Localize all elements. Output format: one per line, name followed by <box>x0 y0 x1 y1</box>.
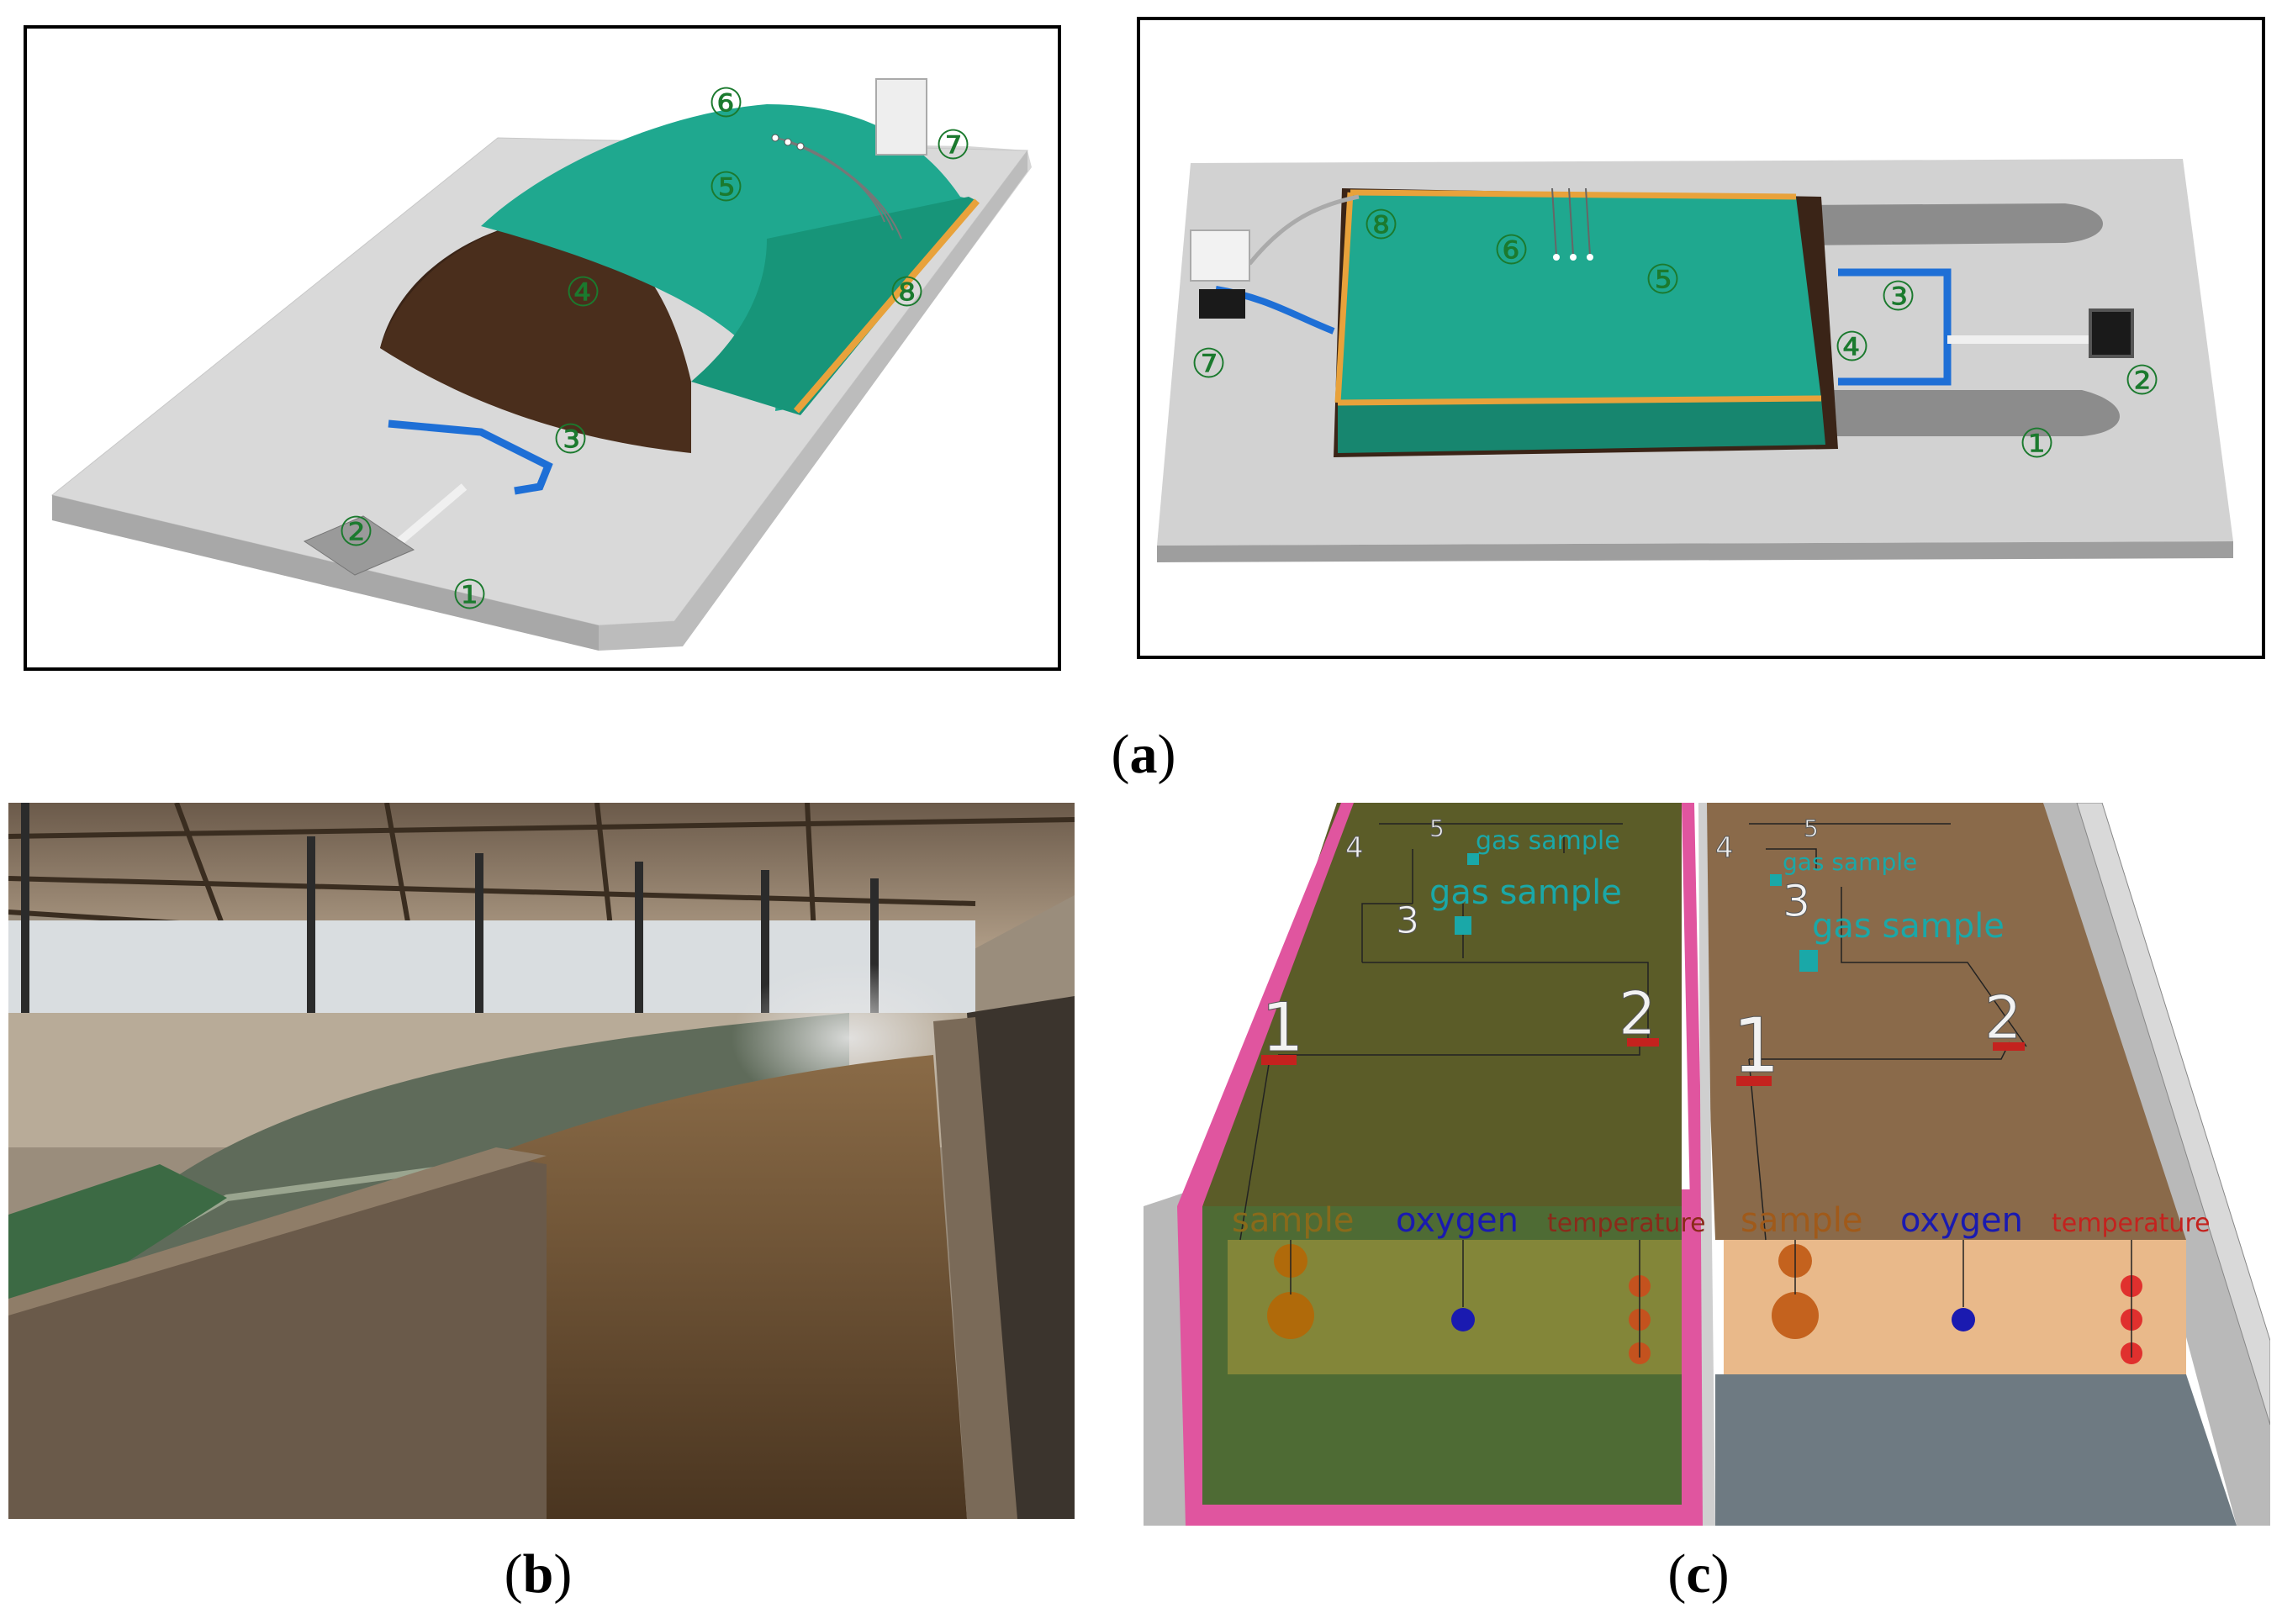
right-point-2: 2 <box>1984 983 2022 1052</box>
right-point-3: 3 <box>1783 877 1810 927</box>
panel-b-photo <box>8 803 1075 1519</box>
left-point-5: 5 <box>1429 815 1445 842</box>
left-point-2: 2 <box>1619 979 1656 1048</box>
membrane-side <box>691 197 977 415</box>
divider-pink-front <box>1682 1189 1703 1526</box>
blower-pit <box>303 515 415 576</box>
marker-3: ③ <box>552 416 589 463</box>
marker-3: ③ <box>1880 273 1916 320</box>
marker-7: ⑦ <box>935 122 971 169</box>
sensor-probes <box>1551 187 1591 256</box>
right-oxygen-label: oxygen <box>1900 1201 2023 1240</box>
left-bay-back <box>1202 803 1682 1206</box>
left-point-4: 4 <box>1345 831 1364 865</box>
right-point-5: 5 <box>1804 815 1819 842</box>
panel-a-left: ① ② ③ ④ ⑤ ⑥ ⑦ ⑧ <box>24 25 1061 671</box>
left-rail-pink-front <box>1177 1206 1202 1526</box>
right-rail <box>933 1017 1017 1519</box>
marker-6: ⑥ <box>708 80 744 127</box>
right-sample-label: sample <box>1741 1201 1862 1240</box>
right-bay-back <box>1698 803 2186 1240</box>
cover-membrane <box>1338 192 1821 403</box>
panel-c-schematic: 1 2 3 4 5 gas sample gas sample sample o… <box>1144 803 2270 1526</box>
trench-bottom <box>1796 390 2120 436</box>
marker-5: ⑤ <box>708 164 744 211</box>
marker-5: ⑤ <box>1645 256 1681 303</box>
green-tarp <box>8 1164 227 1307</box>
right-bay-floor <box>1715 1374 2237 1526</box>
divider-pink <box>1682 803 1703 1206</box>
right-bay-wiring <box>1748 823 2027 1241</box>
covered-pile <box>76 1013 849 1273</box>
left-sample-label: sample <box>1232 1201 1354 1240</box>
panel-a-right: ① ② ③ ④ ⑤ ⑥ ⑦ ⑧ <box>1137 17 2265 659</box>
marker-8: ⑧ <box>1363 202 1399 249</box>
right-gas-label-large: gas sample <box>1812 907 2005 946</box>
panel-a-left-illustration: ① ② ③ ④ ⑤ ⑥ ⑦ ⑧ <box>50 78 1032 651</box>
controller-box <box>875 78 927 156</box>
edge-strip <box>793 198 980 414</box>
right-bay-gas-sensors <box>1770 874 1818 972</box>
left-temperature-label: temperature <box>1547 1209 1706 1238</box>
panel-a-right-illustration: ① ② ③ ④ ⑤ ⑥ ⑦ ⑧ <box>1157 159 2233 562</box>
left-gas-label-small: gas sample <box>1476 826 1620 856</box>
left-bay-gas-sensors <box>1455 853 1479 935</box>
concrete-slab-front <box>1157 541 2233 562</box>
sensor-layout-schematic: 1 2 3 4 5 gas sample gas sample sample o… <box>1144 803 2270 1526</box>
right-gas-label-small: gas sample <box>1783 848 1917 876</box>
caption-c: (c) <box>1667 1543 1730 1605</box>
left-oxygen-sensor <box>1451 1308 1475 1331</box>
right-oxygen-sensor <box>1952 1308 1975 1331</box>
left-sensor-leads <box>1290 1240 1640 1358</box>
marker-4: ④ <box>565 269 601 316</box>
right-point-4: 4 <box>1715 831 1734 865</box>
edge-strip <box>1334 189 1822 406</box>
membrane-front <box>1338 398 1825 453</box>
marker-1: ① <box>452 572 488 619</box>
bay-wall-top <box>8 1147 547 1316</box>
blower-pit <box>2089 308 2134 358</box>
compost-face <box>380 218 691 453</box>
right-bay-points: 1 2 3 4 5 <box>1715 815 2023 1091</box>
marker-6: ⑥ <box>1493 227 1529 274</box>
left-gas-label-large: gas sample <box>1429 873 1622 912</box>
composting-facility-photo <box>8 803 1075 1519</box>
caption-a: (a) <box>1111 724 1176 785</box>
caption-b: (b) <box>504 1543 573 1605</box>
right-wall-top <box>2076 803 2270 1426</box>
right-bay-wall <box>1724 1240 2186 1374</box>
right-point-1: 1 <box>1732 1002 1780 1090</box>
marker-2: ② <box>338 509 374 556</box>
aeration-pipe <box>388 419 553 495</box>
divider-grey <box>1698 803 1715 1526</box>
trench-top <box>1796 203 2103 245</box>
left-point-3: 3 <box>1396 899 1419 942</box>
left-bay-point-markers <box>1261 1038 1659 1065</box>
marker-7: ⑦ <box>1191 340 1227 388</box>
left-bay-wall <box>1228 1240 1690 1374</box>
left-point-1: 1 <box>1261 989 1304 1067</box>
right-bay-point-markers <box>1736 1042 2025 1086</box>
right-temperature-label: temperature <box>2052 1209 2211 1238</box>
aeration-pipe <box>1838 268 1952 386</box>
right-sensor-leads <box>1794 1240 2132 1358</box>
marker-2: ② <box>2124 357 2160 404</box>
marker-8: ⑧ <box>889 269 925 316</box>
marker-1: ① <box>2019 420 2055 467</box>
concrete-slab-side <box>52 495 599 651</box>
left-rail-pink <box>1177 803 1354 1206</box>
controller-box <box>1190 229 1250 282</box>
left-rail-pink-bottom <box>1186 1505 1698 1526</box>
bay-wall <box>8 1156 547 1519</box>
left-bay-points: 1 2 3 4 5 <box>1261 815 1657 1068</box>
left-oxygen-label: oxygen <box>1396 1201 1519 1240</box>
sensor-cable <box>1248 194 1360 266</box>
controller-base <box>1199 289 1245 319</box>
marker-4: ④ <box>1834 324 1870 371</box>
